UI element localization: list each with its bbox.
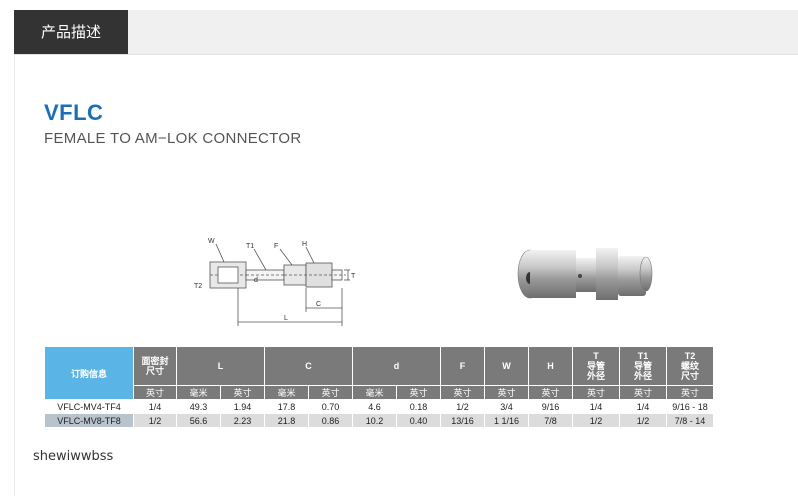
- table-cell: 7/8: [528, 413, 573, 428]
- table-cell: 1/2: [619, 413, 667, 428]
- label-l: L: [284, 315, 288, 322]
- header-d: d: [352, 346, 441, 386]
- unit-cell: 英寸: [619, 385, 667, 400]
- footer-text: shewiwwbss: [33, 449, 114, 464]
- table-cell: 56.6: [176, 413, 221, 428]
- tab-bar: 产品描述: [14, 10, 798, 55]
- table-cell: 13/16: [440, 413, 485, 428]
- product-name: FEMALE TO AM−LOK CONNECTOR: [44, 130, 302, 147]
- unit-cell: 英寸: [440, 385, 485, 400]
- table-cell: 21.8: [264, 413, 309, 428]
- header-size: 面密封 尺寸: [133, 346, 177, 386]
- header-h: H: [528, 346, 573, 386]
- table-cell: 9/16 - 18: [666, 399, 714, 414]
- unit-cell: 英寸: [133, 385, 177, 400]
- header-t2: T2 螺纹 尺寸: [666, 346, 714, 386]
- table-cell: 1.94: [220, 399, 265, 414]
- label-h: H: [302, 241, 307, 248]
- header-w: W: [484, 346, 529, 386]
- part-number: VFLC-MV8-TF8: [44, 413, 134, 428]
- header-c: C: [264, 346, 353, 386]
- product-code: VFLC: [44, 100, 104, 125]
- table-cell: 1/2: [440, 399, 485, 414]
- header-t1: T1 导管 外径: [619, 346, 667, 386]
- label-c: C: [316, 301, 321, 308]
- table-cell: 0.70: [308, 399, 353, 414]
- unit-cell: 毫米: [352, 385, 397, 400]
- header-order-info: 订购信息: [44, 346, 134, 400]
- unit-cell: 毫米: [264, 385, 309, 400]
- technical-drawing: W T1 F H T2 d T C L: [194, 238, 356, 326]
- table-cell: 49.3: [176, 399, 221, 414]
- unit-cell: 英寸: [220, 385, 265, 400]
- label-t1: T1: [246, 243, 254, 250]
- table-cell: 1/4: [619, 399, 667, 414]
- table-cell: 10.2: [352, 413, 397, 428]
- header-t: T 导管 外径: [572, 346, 620, 386]
- unit-cell: 英寸: [666, 385, 714, 400]
- label-w: W: [208, 238, 215, 245]
- label-t: T: [351, 273, 356, 280]
- label-d: d: [254, 277, 258, 284]
- spec-table: 订购信息 面密封 尺寸 L C d F W H T 导管 外径 T1 导管 外径…: [44, 346, 714, 428]
- table-row: VFLC-MV4-TF4 1/4 49.3 1.94 17.8 0.70 4.6…: [44, 399, 714, 414]
- table-cell: 7/8 - 14: [666, 413, 714, 428]
- header-l: L: [176, 346, 265, 386]
- table-cell: 9/16: [528, 399, 573, 414]
- table-cell: 1 1/16: [484, 413, 529, 428]
- label-f: F: [274, 243, 278, 250]
- table-cell: 17.8: [264, 399, 309, 414]
- table-cell: 1/4: [572, 399, 620, 414]
- header-f: F: [440, 346, 485, 386]
- unit-cell: 英寸: [572, 385, 620, 400]
- table-row: VFLC-MV8-TF8 1/2 56.6 2.23 21.8 0.86 10.…: [44, 413, 714, 428]
- unit-cell: 毫米: [176, 385, 221, 400]
- part-number: VFLC-MV4-TF4: [44, 399, 134, 414]
- table-cell: 1/4: [133, 399, 177, 414]
- content-panel: [14, 55, 798, 496]
- unit-cell: 英寸: [528, 385, 573, 400]
- table-cell: 0.18: [396, 399, 441, 414]
- table-cell: 3/4: [484, 399, 529, 414]
- table-cell: 4.6: [352, 399, 397, 414]
- table-cell: 0.40: [396, 413, 441, 428]
- table-cell: 2.23: [220, 413, 265, 428]
- unit-cell: 英寸: [396, 385, 441, 400]
- label-t2: T2: [194, 283, 202, 290]
- product-photo: [517, 248, 653, 300]
- unit-cell: 英寸: [484, 385, 529, 400]
- table-cell: 0.86: [308, 413, 353, 428]
- unit-cell: 英寸: [308, 385, 353, 400]
- table-cell: 1/2: [133, 413, 177, 428]
- tab-product-description[interactable]: 产品描述: [14, 10, 128, 54]
- table-cell: 1/2: [572, 413, 620, 428]
